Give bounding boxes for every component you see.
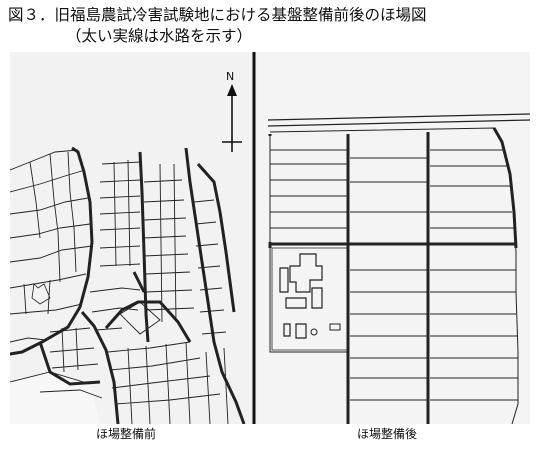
north-label: N [226,70,234,83]
old-canals [10,146,246,424]
map-before [10,146,246,424]
field-map-figure: N [10,52,530,424]
new-field-boundaries [270,149,518,401]
map-after [267,113,530,424]
new-canals [268,127,518,424]
old-field-boundaries [10,149,229,424]
field-map-drawing: N [10,52,530,424]
north-arrow [222,84,242,152]
caption-after: ほ場整備後 [357,427,418,441]
caption-before: ほ場整備前 [96,427,157,441]
figure-title: 図３．旧福島農試冷害試験地における基盤整備前後のほ場図 [8,6,427,24]
figure-subtitle: （太い実線は水路を示す） [66,27,253,45]
